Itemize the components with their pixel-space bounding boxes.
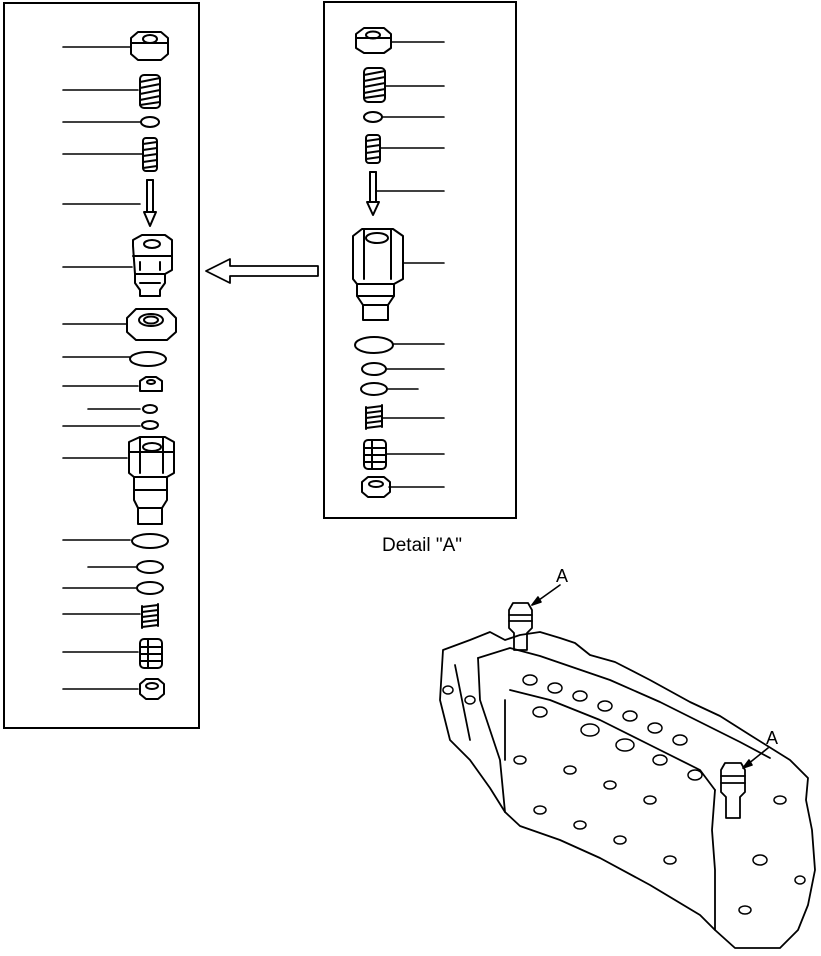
piston-icon — [363, 439, 387, 470]
small-o-ring-icon — [142, 404, 158, 414]
large-o-ring-icon — [354, 336, 394, 354]
large-o-ring-icon — [129, 351, 167, 367]
detail-a-view — [352, 27, 445, 498]
exploded-view-frame — [3, 2, 200, 729]
left-leader-lines — [62, 46, 143, 690]
spring-icon — [365, 134, 381, 164]
o-ring-icon — [363, 111, 383, 123]
callout-label-top: A — [556, 566, 569, 586]
detail-caption: Detail "A" — [382, 535, 463, 556]
large-o-ring-icon — [131, 533, 169, 549]
relief-valve-body-icon — [132, 234, 173, 297]
port-icon — [442, 674, 806, 915]
seat-icon — [361, 476, 391, 498]
piston-icon — [139, 638, 163, 669]
o-ring-icon — [361, 362, 387, 376]
adjusting-screw-icon — [139, 74, 161, 109]
small-spring-icon — [141, 603, 159, 629]
spring-icon — [142, 137, 158, 172]
poppet-pin-icon — [143, 179, 157, 227]
o-ring-icon — [136, 581, 164, 595]
callout-label-right: A — [766, 728, 779, 748]
plug-icon — [139, 376, 163, 392]
valve-sleeve-icon — [128, 436, 175, 525]
left-exploded-view — [62, 31, 177, 700]
cap-nut-icon — [130, 31, 169, 61]
detail-a-frame — [323, 1, 517, 519]
detail-leader-lines — [375, 41, 445, 488]
relief-valve-body-icon — [352, 228, 404, 321]
control-valve-assembly — [439, 602, 816, 949]
lock-nut-icon — [126, 308, 177, 341]
callout-leaders — [531, 584, 769, 769]
o-ring-icon — [140, 116, 160, 128]
o-ring-icon — [360, 382, 388, 396]
poppet-pin-icon — [366, 171, 380, 216]
cap-nut-icon — [355, 27, 392, 54]
arrowhead-icon — [531, 596, 542, 606]
relief-valve-icon — [508, 602, 533, 651]
small-spring-icon — [365, 404, 383, 430]
left-arrow-icon — [205, 258, 319, 284]
adjusting-screw-icon — [363, 67, 386, 103]
seat-icon — [139, 678, 165, 700]
arrowhead-icon — [742, 759, 753, 769]
relief-valve-icon — [720, 762, 746, 819]
o-ring-icon — [136, 560, 164, 574]
small-o-ring-icon — [141, 420, 159, 430]
